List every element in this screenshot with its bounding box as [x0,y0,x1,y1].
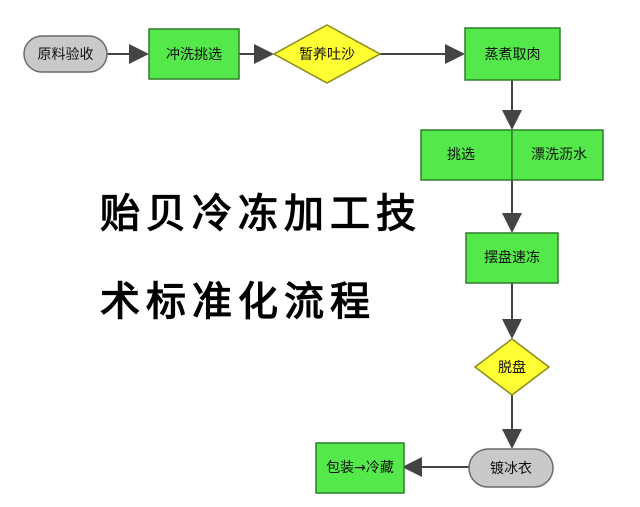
node-label: 镀冰衣 [490,460,532,477]
node-raw-material-check: 原料验收 [23,35,108,73]
node-steam-cook-meat: 蒸煮取肉 [464,27,561,81]
process-shape [148,28,240,80]
title-line-1: 贻贝冷冻加工技 [100,190,422,237]
node-rinse-select: 冲洗挑选 [148,28,240,80]
node-de-tray: 脱盘 [473,338,551,396]
node-pack-cold-store: 包装→冷藏 [315,442,405,494]
node-label: 脱盘 [498,359,526,376]
node-ice-glaze: 镀冰衣 [468,448,554,488]
node-label-pick: 挑选 [447,147,475,163]
node-pick-and-rinse-drain: 挑选 漂洗沥水 [420,129,604,181]
process-shape-left [420,129,513,181]
node-label-rinse-drain: 漂洗沥水 [531,147,587,163]
process-shape [464,27,561,81]
node-label: 原料验收 [38,47,94,63]
node-label: 蒸煮取肉 [485,47,541,63]
terminal-shape [468,448,554,488]
process-shape [465,232,559,284]
decision-shape [272,24,382,84]
connectors [107,44,522,477]
title-calligraphy: 贻贝冷冻加工技 术标准化流程 [100,190,422,325]
process-shape-right [511,129,604,181]
title-line-2: 术标准化流程 [100,278,376,325]
node-tray-quick-freeze: 摆盘速冻 [465,232,559,284]
node-label: 冲洗挑选 [166,47,222,63]
node-label: 包装→冷藏 [326,460,394,476]
terminal-shape [23,35,108,73]
decision-shape [473,338,551,396]
node-label: 暂养吐沙 [299,47,355,63]
node-temp-raise-spit-sand: 暂养吐沙 [272,24,382,84]
node-label: 摆盘速冻 [484,249,540,266]
process-shape [315,442,405,494]
